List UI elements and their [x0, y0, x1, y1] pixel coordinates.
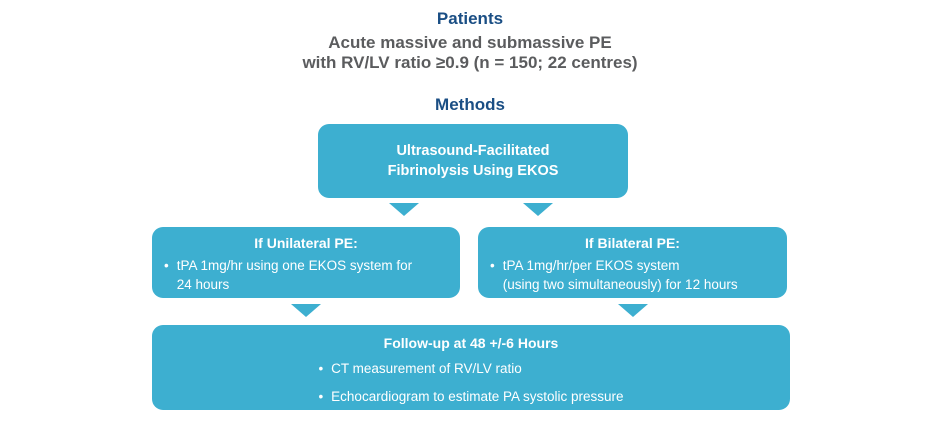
down-arrow-icon: [291, 304, 321, 317]
down-arrow-icon: [389, 203, 419, 216]
top-box-label: Ultrasound-Facilitated Fibrinolysis Usin…: [387, 143, 559, 179]
methods-heading: Methods: [435, 95, 505, 114]
follow-up-bullet-echo: Echocardiogram to estimate PA systolic p…: [331, 389, 624, 404]
unilateral-pe-title: If Unilateral PE:: [254, 235, 358, 251]
bilateral-pe-box: If Bilateral PE: tPA 1mg/hr/per EKOS sys…: [478, 227, 787, 298]
bilateral-pe-title: If Bilateral PE:: [585, 235, 680, 251]
top-box-ultrasound-fibrinolysis: Ultrasound-Facilitated Fibrinolysis Usin…: [318, 124, 628, 198]
list-item: tPA 1mg/hr/per EKOS system (using two si…: [478, 256, 787, 294]
down-arrow-icon: [523, 203, 553, 216]
unilateral-pe-bullet: tPA 1mg/hr using one EKOS system for 24 …: [176, 258, 413, 292]
follow-up-box: Follow-up at 48 +/-6 Hours CT measuremen…: [152, 325, 790, 410]
patients-heading: Patients: [436, 9, 504, 28]
follow-up-title: Follow-up at 48 +/-6 Hours: [383, 335, 559, 351]
follow-up-bullet-list: CT measurement of RV/LV ratio Echocardio…: [318, 359, 623, 406]
list-item: tPA 1mg/hr using one EKOS system for 24 …: [152, 256, 460, 294]
down-arrow-icon: [618, 304, 648, 317]
patients-description-line1: Acute massive and submassive PE: [328, 33, 612, 52]
follow-up-bullet-ct: CT measurement of RV/LV ratio: [331, 361, 522, 376]
patients-description-line2: with RV/LV ratio ≥0.9 (n = 150; 22 centr…: [302, 53, 638, 72]
list-item: CT measurement of RV/LV ratio: [318, 359, 623, 378]
bilateral-pe-bullet: tPA 1mg/hr/per EKOS system (using two si…: [502, 258, 738, 292]
list-item: Echocardiogram to estimate PA systolic p…: [318, 387, 623, 406]
unilateral-pe-box: If Unilateral PE: tPA 1mg/hr using one E…: [152, 227, 460, 298]
